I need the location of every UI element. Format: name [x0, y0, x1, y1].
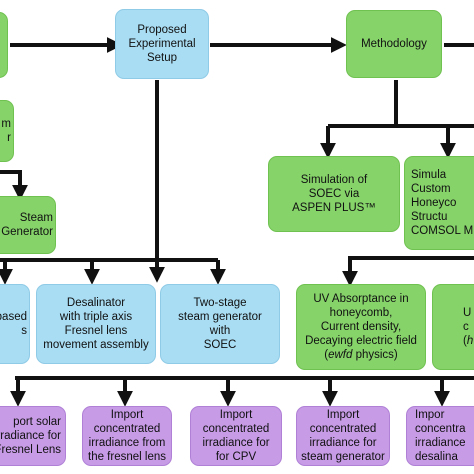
box-label-line: Impor	[415, 409, 445, 421]
box-import-fresnel: Import concentrated irradiance from the fre…	[82, 406, 172, 466]
box-label-line: with	[209, 325, 231, 337]
box-label-line: concentrated	[93, 423, 161, 435]
box-label-line: steam generator	[301, 451, 385, 463]
box-label-line: SOEC via	[308, 188, 360, 200]
box-import-cpv: Import concentrated irradiance for for CPV	[190, 406, 282, 466]
box-label-line: s	[21, 325, 27, 337]
box-label-line: Methodology	[361, 38, 427, 50]
box-label-line: c	[463, 321, 469, 333]
box-label-line: Structu	[411, 211, 448, 223]
box-label-line: m	[1, 118, 11, 130]
box-label-line: r	[7, 132, 11, 144]
box-label-line: desalina	[415, 451, 458, 463]
box-label-line: SOEC	[203, 339, 237, 351]
box-label-line: irradiance	[415, 437, 466, 449]
arrow-to-steam-generator	[0, 170, 28, 201]
box-label-line: (ewfd physics)	[324, 349, 398, 361]
box-label-line: steam generator	[178, 311, 262, 323]
box-label-line: Proposed	[137, 24, 187, 36]
box-label-line: Custom	[411, 183, 451, 195]
box-methodology: Methodology	[346, 10, 442, 78]
box-label-line: concentrated	[202, 423, 270, 435]
box-label-line: based	[0, 311, 27, 323]
box-label-line: Decaying electric field	[305, 335, 417, 347]
box-label-line: port solar	[13, 416, 61, 428]
box-label-line: the fresnel lens	[88, 451, 166, 463]
box-label-line: Import	[326, 409, 360, 421]
box-import-steam: Import concentrated irradiance for steam ge…	[296, 406, 390, 466]
box-label-line: Steam	[19, 212, 53, 224]
box-label-line: Fresnel lens	[64, 325, 128, 337]
box-label-line: Import	[219, 409, 253, 421]
box-label-line: Two-stage	[193, 297, 247, 309]
partial-box-top-left	[0, 12, 8, 78]
box-label-line: concentra	[415, 423, 466, 435]
box-label-line: Experimental	[128, 38, 196, 50]
box-label-line: Simulation of	[300, 174, 368, 186]
box-label-line: Current density,	[320, 321, 402, 333]
box-label-line: Generator	[1, 226, 53, 238]
box-label-line: Import	[110, 409, 144, 421]
box-label-line: Honeyco	[411, 197, 457, 209]
box-label-line: Fresnel Lens	[0, 444, 61, 456]
arrow-to-uv	[342, 256, 474, 287]
box-uv-absorptance: UV Absorptance in honeycomb, Current densi…	[296, 284, 426, 370]
box-label-line: (h	[463, 335, 474, 347]
box-label-line: UV Absorptance in	[313, 293, 409, 305]
box-label-line: with triple axis	[59, 311, 133, 323]
box-import-desal: Impor concentra irradiance desalina	[406, 406, 474, 466]
box-label-line: Simula	[411, 169, 447, 181]
box-label-line: irradiance from	[88, 437, 166, 449]
box-label-line: movement assembly	[43, 339, 149, 351]
box-label-line: COMSOL M	[411, 225, 474, 237]
box-label-line: for CPV	[215, 451, 257, 463]
box-label-line: Setup	[146, 52, 178, 64]
box-label-line: ASPEN PLUS™	[292, 202, 376, 214]
box-label-line: Desalinator	[66, 297, 126, 309]
box-label-line: honeycomb,	[329, 307, 393, 319]
box-based: based s	[0, 284, 30, 364]
box-label-line: irradiance for	[309, 437, 377, 449]
box-label-line: U	[463, 307, 472, 319]
box-label-line: rradiance for	[0, 430, 61, 442]
box-label-line: concentrated	[309, 423, 377, 435]
box-label-line: irradiance for	[202, 437, 270, 449]
